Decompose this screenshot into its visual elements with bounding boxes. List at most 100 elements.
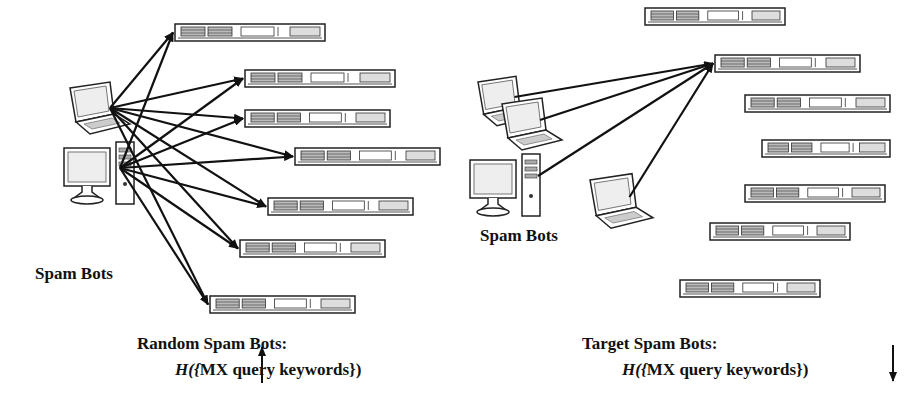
drawing-stroke — [522, 154, 540, 216]
drawing-stroke — [826, 58, 855, 67]
drawing-stroke — [525, 174, 537, 178]
drawing-stroke — [676, 11, 698, 20]
drawing-stroke — [327, 151, 350, 160]
drawing-stroke — [64, 148, 110, 186]
drawing-stroke — [208, 27, 232, 36]
drawing-stroke — [683, 294, 817, 295]
drawing-stroke — [274, 201, 297, 210]
drawing-stroke — [304, 243, 336, 252]
drawing-stroke — [210, 296, 355, 313]
drawing-stroke — [268, 198, 413, 215]
laptop-icon — [590, 174, 653, 229]
drawing-stroke — [359, 151, 391, 160]
drawing-stroke — [181, 30, 205, 31]
drawing-stroke — [842, 188, 843, 197]
drawing-stroke — [356, 113, 385, 122]
drawing-stroke — [605, 212, 643, 224]
drawing-stroke — [747, 64, 770, 65]
entropy-formula: H({MX query keywords}) — [622, 360, 808, 380]
query-arrow — [538, 64, 713, 177]
drawing-stroke — [762, 140, 890, 157]
drawing-stroke — [777, 283, 778, 292]
drawing-stroke — [741, 226, 763, 235]
drawing-stroke — [529, 194, 533, 198]
drawing-stroke — [686, 283, 708, 292]
drawing-stroke — [787, 283, 815, 292]
drawing-stroke — [241, 27, 274, 36]
server-icon — [245, 110, 390, 127]
drawing-stroke — [348, 73, 349, 82]
drawing-stroke — [713, 237, 847, 238]
query-arrow — [110, 108, 238, 249]
drawing-stroke — [474, 164, 512, 194]
drawing-stroke — [710, 223, 850, 240]
drawing-stroke — [859, 143, 885, 152]
drawing-stroke — [516, 134, 552, 145]
drawing-stroke — [301, 157, 324, 158]
drawing-stroke — [791, 146, 811, 147]
server-icon — [175, 24, 325, 41]
drawing-stroke — [711, 289, 733, 290]
drawing-stroke — [251, 116, 274, 117]
server-icon — [715, 55, 860, 72]
query-arrow — [110, 108, 208, 305]
drawing-stroke — [345, 113, 346, 122]
drawing-stroke — [745, 185, 885, 202]
drawing-stroke — [300, 207, 323, 208]
drawing-stroke — [856, 98, 885, 107]
drawing-stroke — [300, 204, 323, 205]
query-arrow — [120, 168, 238, 249]
drawing-stroke — [216, 299, 239, 308]
drawing-stroke — [251, 73, 275, 82]
drawing-stroke — [817, 226, 845, 235]
drawing-stroke — [208, 33, 232, 34]
drawing-stroke — [251, 119, 274, 120]
drawing-stroke — [246, 249, 269, 250]
drawing-stroke — [651, 17, 673, 18]
drawing-stroke — [240, 240, 385, 257]
drawing-stroke — [807, 226, 808, 235]
drawing-stroke — [742, 11, 743, 20]
drawing-stroke — [248, 124, 387, 125]
drawing-stroke — [751, 98, 774, 107]
drawing-stroke — [853, 143, 854, 152]
drawing-stroke — [747, 58, 770, 67]
drawing-stroke — [251, 79, 275, 80]
panel-caption: Random Spam Bots: — [137, 334, 287, 354]
server-icon — [268, 198, 413, 215]
drawing-stroke — [213, 310, 352, 311]
drawing-stroke — [852, 188, 880, 197]
drawing-stroke — [248, 84, 392, 85]
drawing-stroke — [300, 201, 323, 210]
drawing-stroke — [216, 305, 239, 306]
group-label: Spam Bots — [480, 226, 558, 246]
drawing-stroke — [809, 98, 841, 107]
drawing-stroke — [277, 116, 300, 117]
drawing-stroke — [751, 104, 774, 105]
drawing-stroke — [715, 55, 860, 72]
drawing-stroke — [379, 201, 408, 210]
drawing-stroke — [751, 191, 773, 192]
server-icon — [762, 140, 890, 157]
drawing-stroke — [272, 249, 295, 250]
drawing-stroke — [776, 188, 798, 197]
drawing-stroke — [274, 207, 297, 208]
drawing-stroke — [243, 254, 382, 255]
drawing-stroke — [301, 151, 324, 160]
drawing-stroke — [651, 14, 673, 15]
drawing-stroke — [272, 246, 295, 247]
drawing-stroke — [470, 160, 516, 198]
drawing-stroke — [648, 22, 782, 23]
query-arrow — [540, 64, 713, 121]
drawing-stroke — [272, 243, 295, 252]
drawing-stroke — [768, 146, 788, 147]
laptop-icon — [502, 98, 562, 150]
drawing-stroke — [477, 208, 509, 216]
drawing-stroke — [745, 95, 890, 112]
drawing-stroke — [351, 243, 380, 252]
query-arrow — [515, 64, 714, 98]
server-icon — [645, 8, 785, 25]
drawing-stroke — [718, 69, 857, 70]
